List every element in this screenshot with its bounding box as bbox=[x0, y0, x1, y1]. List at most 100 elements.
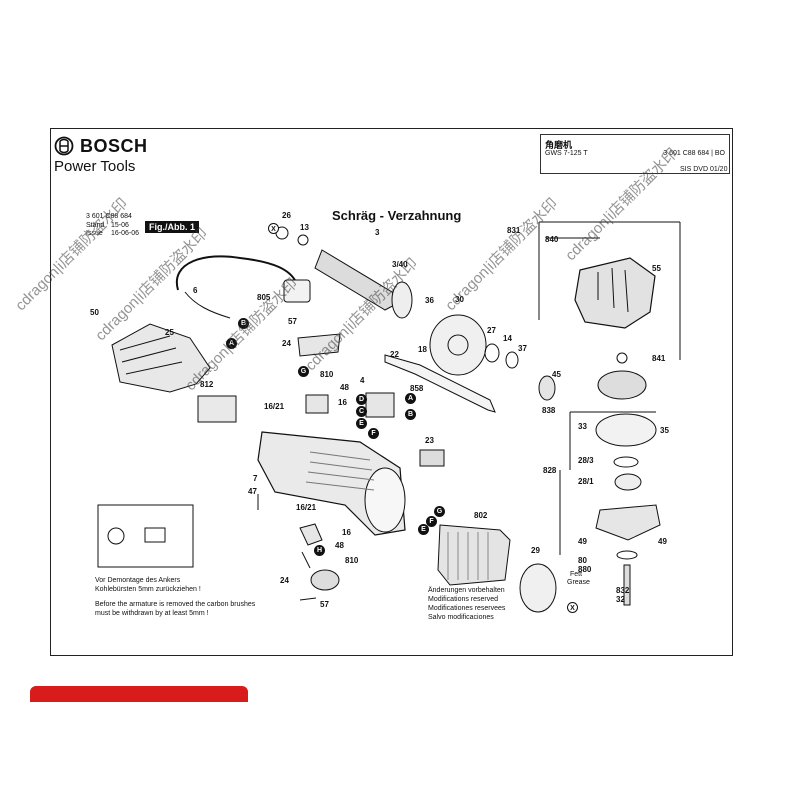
part-label: 841 bbox=[652, 354, 666, 363]
red-tab-bar[interactable] bbox=[30, 686, 248, 702]
part-label: 802 bbox=[474, 511, 488, 520]
part-label: 28/1 bbox=[578, 477, 594, 486]
bearing-plate bbox=[595, 504, 661, 541]
switch-module bbox=[197, 395, 237, 423]
letter-marker: E bbox=[418, 524, 429, 535]
part-label: 36 bbox=[425, 296, 434, 305]
part-label: 50 bbox=[90, 308, 99, 317]
note-changes-2: Modifications reserved bbox=[428, 596, 499, 603]
part-label: 13 bbox=[300, 223, 309, 232]
part-label: 57 bbox=[288, 317, 297, 326]
part-label: 49 bbox=[578, 537, 587, 546]
field-coil bbox=[437, 524, 511, 586]
part-label: 16/21 bbox=[296, 503, 317, 512]
letter-marker: B bbox=[405, 409, 416, 420]
issue-label: Issue bbox=[86, 230, 103, 237]
figure-label: Fig./Abb. 1 bbox=[145, 221, 199, 233]
bevel-gear bbox=[597, 370, 647, 400]
note-changes-4: Salvo modificaciones bbox=[428, 614, 494, 621]
armature-gear bbox=[391, 281, 413, 319]
part-label: 48 bbox=[335, 541, 344, 550]
part-label: 30 bbox=[455, 295, 464, 304]
note-armature-de: Vor Demontage des Ankers bbox=[95, 577, 181, 584]
part-label: 28/3 bbox=[578, 456, 594, 465]
fan-baffle bbox=[429, 314, 487, 376]
part-label: 49 bbox=[658, 537, 667, 546]
letter-marker: B bbox=[238, 318, 249, 329]
part-label: 29 bbox=[531, 546, 540, 555]
part-label: 24 bbox=[280, 576, 289, 585]
letter-marker: X bbox=[268, 223, 279, 234]
part-label: 7 bbox=[253, 474, 258, 483]
part-label: 26 bbox=[282, 211, 291, 220]
note-armature-en2: must be withdrawn by at least 5mm ! bbox=[95, 610, 209, 617]
letter-marker: F bbox=[426, 516, 437, 527]
sis-label: SIS DVD 01/20 bbox=[680, 166, 728, 173]
part-label: 3 bbox=[375, 228, 380, 237]
part-label: 27 bbox=[487, 326, 496, 335]
product-name: 角磨机 bbox=[545, 140, 573, 150]
part-label: 24 bbox=[282, 339, 291, 348]
brand-name: BOSCH bbox=[80, 136, 148, 156]
part-label: 18 bbox=[418, 345, 427, 354]
part-label: 45 bbox=[552, 370, 561, 379]
diagram-title: Schräg - Verzahnung bbox=[332, 208, 462, 223]
switch-lever bbox=[384, 354, 496, 413]
part-label: 3/40 bbox=[392, 260, 408, 269]
letter-marker: G bbox=[434, 506, 445, 517]
part-label: 16 bbox=[342, 528, 351, 537]
letter-marker: G bbox=[298, 366, 309, 377]
bosch-armature-logo-icon bbox=[54, 136, 74, 156]
letter-marker: X bbox=[567, 602, 578, 613]
letter-marker: A bbox=[405, 393, 416, 404]
letter-marker: A bbox=[226, 338, 237, 349]
part-label: 16 bbox=[338, 398, 347, 407]
note-changes-1: Änderungen vorbehalten bbox=[428, 587, 505, 594]
part-label: 810 bbox=[320, 370, 334, 379]
part-label: 6 bbox=[193, 286, 198, 295]
part-label: 810 bbox=[345, 556, 359, 565]
part-label: 25 bbox=[165, 328, 174, 337]
part-label: 840 bbox=[545, 235, 559, 244]
part-label: 57 bbox=[320, 600, 329, 609]
brand-subtitle: Power Tools bbox=[54, 158, 136, 175]
gear-head bbox=[574, 257, 656, 329]
part-label: 23 bbox=[425, 436, 434, 445]
stand-value: 15-06 bbox=[111, 222, 129, 229]
note-grease-1: Fett bbox=[570, 571, 583, 578]
part-label: 14 bbox=[503, 334, 512, 343]
armature bbox=[314, 249, 401, 311]
rear-housing bbox=[111, 323, 211, 393]
housing-texture bbox=[305, 451, 375, 491]
letter-marker: H bbox=[314, 545, 325, 556]
header-info-box: 角磨机 GWS 7-125 T 3 601 C88 684 | BO bbox=[540, 134, 730, 174]
power-cable bbox=[175, 255, 297, 291]
wiring-schematic bbox=[97, 504, 194, 568]
part-label: 55 bbox=[652, 264, 661, 273]
letter-marker: C bbox=[356, 406, 367, 417]
product-code: 3 601 C88 684 | BO bbox=[663, 150, 725, 157]
letter-marker: F bbox=[368, 428, 379, 439]
cable-wires bbox=[184, 291, 231, 319]
stand-label: Stand bbox=[86, 222, 105, 229]
issue-value: 16-06-06 bbox=[111, 230, 140, 237]
doc-number: 3 601 C88 684 bbox=[86, 213, 132, 220]
part-label: 812 bbox=[200, 380, 214, 389]
part-label: 832 bbox=[616, 586, 630, 595]
part-label: 805 bbox=[257, 293, 271, 302]
note-changes-3: Modificationes reservees bbox=[428, 605, 506, 612]
letter-marker: E bbox=[356, 418, 367, 429]
letter-marker: D bbox=[356, 394, 367, 405]
part-label: 831 bbox=[507, 226, 521, 235]
note-armature-en: Before the armature is removed the carbo… bbox=[95, 601, 256, 608]
part-label: 880 bbox=[578, 565, 592, 574]
part-label: 4 bbox=[360, 376, 365, 385]
power-plug bbox=[283, 279, 311, 303]
part-label: 48 bbox=[340, 383, 349, 392]
note-armature-de2: Kohlebürsten 5mm zurückziehen ! bbox=[95, 586, 201, 593]
part-label: 35 bbox=[660, 426, 669, 435]
product-model: GWS 7-125 T bbox=[545, 150, 588, 157]
part-label: 33 bbox=[578, 422, 587, 431]
spindle bbox=[623, 564, 631, 606]
